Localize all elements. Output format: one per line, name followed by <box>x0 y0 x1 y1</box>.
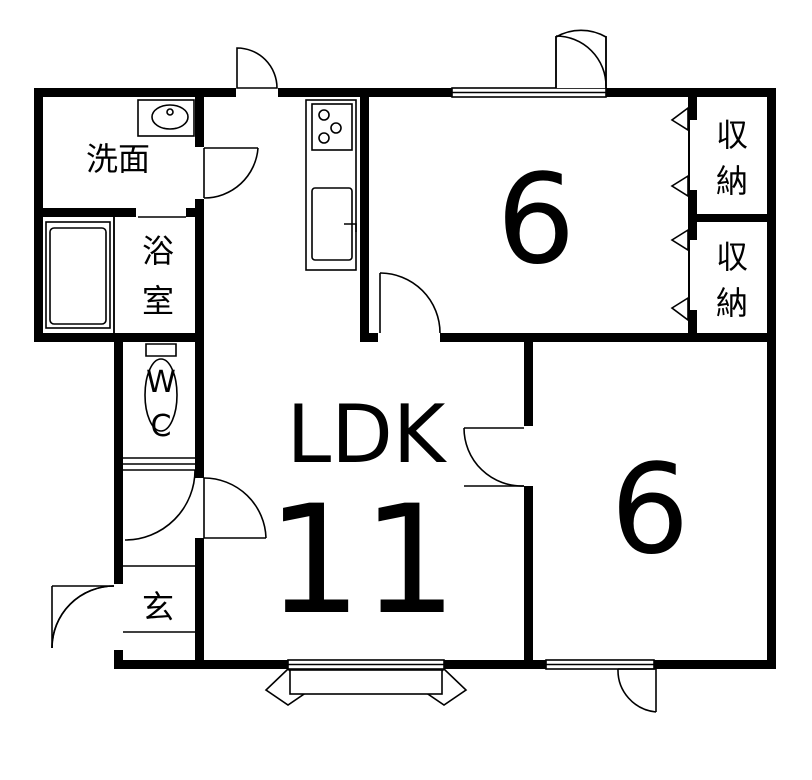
cooktop-icon <box>305 99 357 271</box>
bathtub-icon <box>45 216 186 333</box>
bath-label-bottom: 室 <box>142 282 174 320</box>
fixtures <box>45 99 357 432</box>
washroom-label: 洗面 <box>86 140 150 178</box>
room-labels: 洗面 浴 室 W C 玄 6 収 納 収 納 LDK 11 6 <box>86 116 748 648</box>
storage-1-label-bottom: 納 <box>716 162 748 200</box>
doors <box>51 29 657 713</box>
bath-label-top: 浴 <box>142 232 174 270</box>
storage-2-label-top: 収 <box>716 238 748 276</box>
storage-1-label-top: 収 <box>716 116 748 154</box>
windows <box>287 87 655 670</box>
wc-label-bottom: C <box>151 409 172 444</box>
storage-doors <box>670 106 689 322</box>
storage-2-label-bottom: 納 <box>716 284 748 322</box>
kitchen-sink-icon <box>311 187 357 261</box>
bedroom-north-size: 6 <box>497 148 576 292</box>
toilet-icon <box>144 343 178 432</box>
bedroom-south-size: 6 <box>611 438 690 582</box>
wc-label-top: W <box>146 365 176 400</box>
entrance-label: 玄 <box>142 588 174 626</box>
ldk-size: 11 <box>267 474 458 648</box>
wash-basin-icon <box>137 99 195 137</box>
ldk-label: LDK <box>287 388 448 481</box>
walls <box>34 88 776 669</box>
